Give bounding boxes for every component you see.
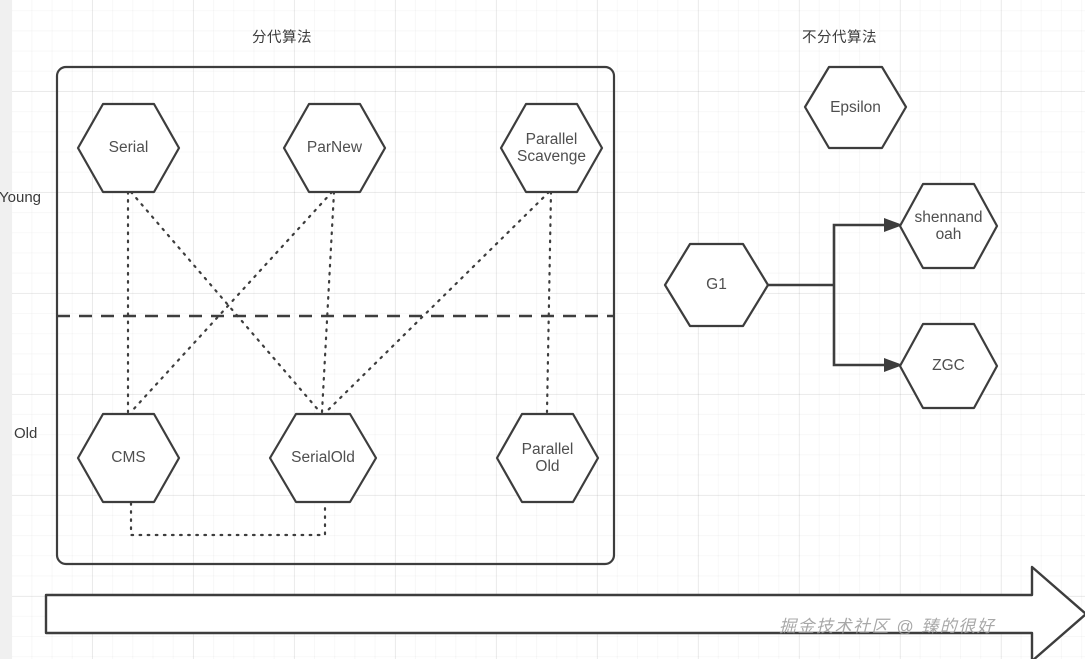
hexagon-shape <box>898 182 999 270</box>
watermark-text: 掘金技术社区 @ 臻的很好 <box>779 617 996 636</box>
node-label: Parallel Scavenge <box>517 130 586 166</box>
node-zgc[interactable]: ZGC <box>898 322 999 410</box>
node-serialold[interactable]: SerialOld <box>268 412 378 504</box>
hexagon-shape <box>499 102 604 194</box>
title-generational: 分代算法 <box>252 30 312 46</box>
connector-cms-serialold-bottom <box>129 493 327 537</box>
node-shennandoah[interactable]: shennand oah <box>898 182 999 270</box>
title-non-generational: 不分代算法 <box>802 30 877 46</box>
hexagon-shape <box>898 322 999 410</box>
hexagon-shape <box>803 65 908 150</box>
connector-parnew-cms <box>129 190 334 414</box>
node-label: shennand oah <box>914 208 983 244</box>
hexagon-shape <box>282 102 387 194</box>
node-label: SerialOld <box>291 449 355 467</box>
connector-serial-serialold <box>129 190 322 414</box>
hexagon-shape <box>76 102 181 194</box>
node-parallel-scavenge[interactable]: Parallel Scavenge <box>499 102 604 194</box>
node-label: CMS <box>111 449 146 467</box>
connector-parallelscavenge-serialold <box>324 190 551 414</box>
hexagon-shape <box>76 412 181 504</box>
hexagon-shape <box>495 412 600 504</box>
node-serial[interactable]: Serial <box>76 102 181 194</box>
hexagon-shape <box>268 412 378 504</box>
arrowhead-zgc <box>884 358 903 372</box>
timeline-arrow <box>44 565 1085 659</box>
connector-parallelscavenge-parallelold <box>545 190 553 414</box>
axis-label-young: Young <box>0 189 41 206</box>
connector-g1-to-shennandoah <box>832 223 889 285</box>
node-parallel-old[interactable]: Parallel Old <box>495 412 600 504</box>
node-epsilon[interactable]: Epsilon <box>803 65 908 150</box>
node-g1[interactable]: G1 <box>663 242 770 328</box>
node-label: Epsilon <box>830 98 881 116</box>
node-parnew[interactable]: ParNew <box>282 102 387 194</box>
arrowhead-shennandoah <box>884 218 903 232</box>
left-gutter-strip <box>0 0 12 659</box>
node-label: Parallel Old <box>521 440 574 476</box>
node-label: ParNew <box>306 139 363 157</box>
node-label: G1 <box>706 276 727 294</box>
hexagon-shape <box>663 242 770 328</box>
axis-label-old: Old <box>14 425 38 442</box>
node-label: ZGC <box>932 357 965 375</box>
connector-parnew-serialold <box>320 190 336 414</box>
connector-g1-to-zgc <box>832 285 889 367</box>
node-cms[interactable]: CMS <box>76 412 181 504</box>
node-label: Serial <box>108 139 149 157</box>
